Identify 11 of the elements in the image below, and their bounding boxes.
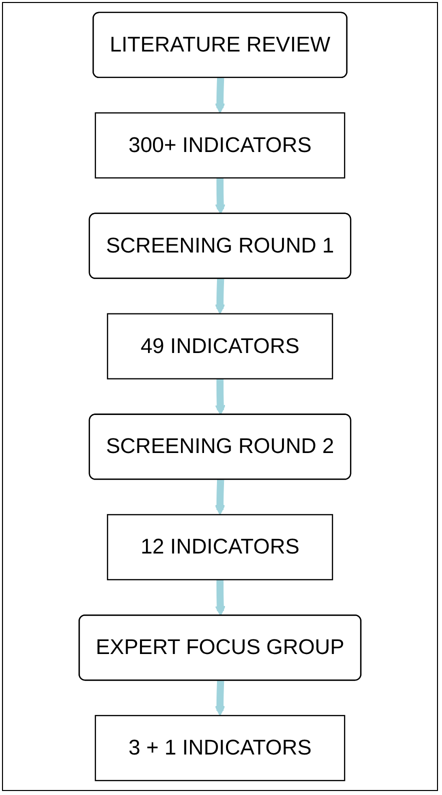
node-box: 3 + 1 INDICATORS (94, 714, 346, 782)
arrow (214, 77, 226, 114)
node-box: 49 INDICATORS (106, 313, 334, 380)
arrow (215, 177, 226, 214)
node-box: 12 INDICATORS (106, 514, 334, 580)
arrow (214, 479, 226, 516)
arrow (215, 378, 226, 416)
node-box: 300+ INDICATORS (94, 112, 346, 178)
arrow (214, 278, 226, 314)
arrow (215, 579, 226, 616)
arrow (214, 680, 226, 716)
